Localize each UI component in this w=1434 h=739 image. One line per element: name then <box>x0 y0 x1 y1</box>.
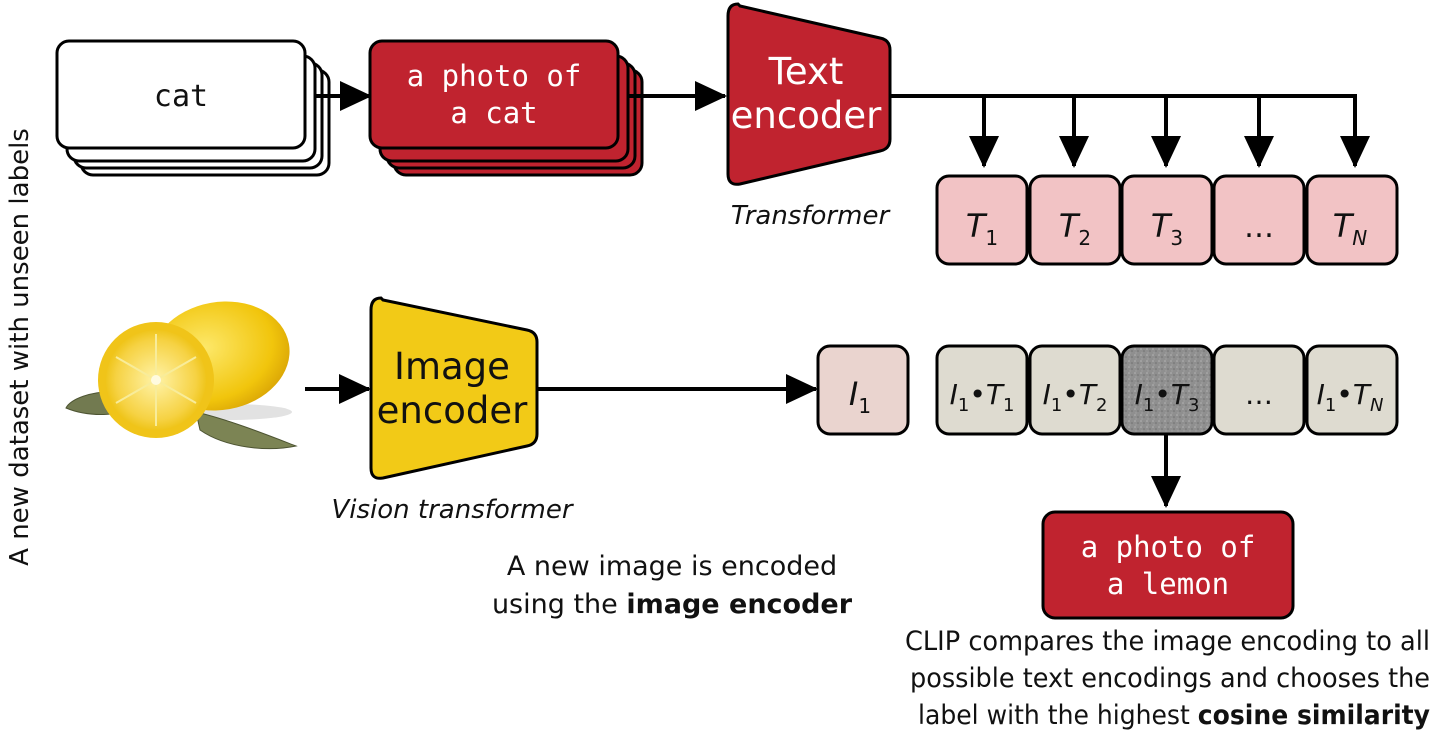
text-embedding-row: T1 T2 T3 … TN <box>935 174 1399 266</box>
text-embedding-subscript: N <box>1352 226 1367 250</box>
similarity-b-sub: 1 <box>1003 395 1014 416</box>
similarity-b: T <box>986 378 1005 411</box>
similarity-box: I1•T1 <box>935 344 1029 436</box>
similarity-a: I <box>950 378 958 411</box>
caption-image-line2-bold: image encoder <box>626 589 852 620</box>
text-embedding-symbol: T <box>1333 207 1355 245</box>
text-embedding-box: T2 <box>1028 174 1122 266</box>
prompt-card-stack: a photo of a cat <box>368 39 644 177</box>
caption-image-line1: A new image is encoded <box>507 551 837 582</box>
svg-text:I1•TN: I1•TN <box>1317 378 1384 416</box>
caption-clip-line3-bold: cosine similarity <box>1198 700 1431 731</box>
text-encoder-line2: encoder <box>731 94 882 137</box>
similarity-row: I1•T1 I1•T2 I1•T3 … I1•TN <box>935 344 1399 436</box>
similarity-box-highlighted: I1•T3 <box>1120 344 1214 436</box>
text-encoder: Text encoder <box>726 2 892 186</box>
svg-text:…: … <box>1244 210 1274 245</box>
text-embedding-symbol: T <box>966 207 988 245</box>
similarity-box: … <box>1212 344 1306 436</box>
label-card-text: cat <box>154 79 208 114</box>
text-embedding-subscript: 3 <box>1170 226 1183 250</box>
text-embedding-box: T1 <box>935 174 1029 266</box>
svg-text:T3: T3 <box>1151 207 1183 250</box>
similarity-b-sub: 3 <box>1188 395 1199 416</box>
caption-clip-line2: possible text encodings and chooses the <box>910 663 1430 694</box>
caption-image-encoder: A new image is encoded using the image e… <box>492 551 853 620</box>
similarity-dot: • <box>1336 378 1353 411</box>
image-encoder-line1: Image <box>394 345 510 388</box>
similarity-a: I <box>1043 378 1051 411</box>
label-card-stack: cat <box>55 39 331 177</box>
similarity-a: … <box>1245 378 1273 411</box>
similarity-dot: • <box>1062 378 1079 411</box>
similarity-a: I <box>1317 378 1325 411</box>
svg-text:I1•T1: I1•T1 <box>950 378 1015 416</box>
similarity-b: T <box>1079 378 1098 411</box>
caption-clip-line1: CLIP compares the image encoding to all <box>905 626 1430 657</box>
text-embedding-subscript: 1 <box>985 226 998 250</box>
text-embedding-symbol: … <box>1244 210 1274 245</box>
svg-text:…: … <box>1245 378 1273 411</box>
text-encoder-output-bus <box>890 94 1370 168</box>
text-embedding-symbol: T <box>1151 207 1173 245</box>
similarity-a-sub: 1 <box>958 395 969 416</box>
result-card: a photo of a lemon <box>1041 510 1295 620</box>
image-encoder-caption: Vision transformer <box>331 495 574 525</box>
text-encoder-line1: Text <box>768 50 844 93</box>
similarity-dot: • <box>1154 378 1171 411</box>
text-embedding-box: … <box>1212 174 1306 266</box>
svg-text:label with the highest cosine: label with the highest cosine similarity <box>918 700 1430 731</box>
result-card-line2: a lemon <box>1107 567 1229 601</box>
caption-clip: CLIP compares the image encoding to all … <box>905 626 1430 731</box>
text-embedding-box: T3 <box>1120 174 1214 266</box>
similarity-a-sub: 1 <box>1143 395 1154 416</box>
caption-clip-line3-plain: label with the highest <box>918 700 1198 731</box>
text-embedding-box: TN <box>1305 174 1399 266</box>
caption-image-line2-plain: using the <box>492 589 626 620</box>
svg-text:TN: TN <box>1333 207 1368 250</box>
image-encoder: Image encoder <box>369 296 539 480</box>
similarity-box: I1•T2 <box>1028 344 1122 436</box>
side-label: A new dataset with unseen labels <box>5 128 35 566</box>
prompt-card-line1: a photo of <box>407 59 582 93</box>
similarity-dot: • <box>969 378 986 411</box>
similarity-a-sub: 1 <box>1051 395 1062 416</box>
similarity-b: T <box>1171 378 1190 411</box>
lemon-image <box>65 301 298 450</box>
svg-text:T2: T2 <box>1059 207 1091 250</box>
similarity-b-sub: N <box>1370 395 1383 416</box>
similarity-box: I1•TN <box>1305 344 1399 436</box>
prompt-card-line2: a cat <box>450 96 537 130</box>
text-encoder-caption: Transformer <box>731 201 892 231</box>
svg-text:I1: I1 <box>849 375 871 418</box>
svg-text:T1: T1 <box>966 207 998 250</box>
svg-text:using the image encoder: using the image encoder <box>492 589 853 620</box>
text-embedding-subscript: 2 <box>1078 226 1091 250</box>
text-embedding-symbol: T <box>1059 207 1081 245</box>
svg-text:I1•T2: I1•T2 <box>1043 378 1108 416</box>
similarity-a-sub: 1 <box>1325 395 1336 416</box>
image-embedding-symbol: I <box>849 375 858 413</box>
image-embedding-box: I1 <box>816 344 910 436</box>
image-encoder-line2: encoder <box>377 389 528 432</box>
similarity-a: I <box>1135 378 1143 411</box>
svg-text:I1•T3: I1•T3 <box>1135 378 1200 416</box>
image-embedding-subscript: 1 <box>858 394 871 418</box>
similarity-b-sub: 2 <box>1096 395 1107 416</box>
result-card-line1: a photo of <box>1081 530 1256 564</box>
similarity-b: T <box>1353 378 1372 411</box>
